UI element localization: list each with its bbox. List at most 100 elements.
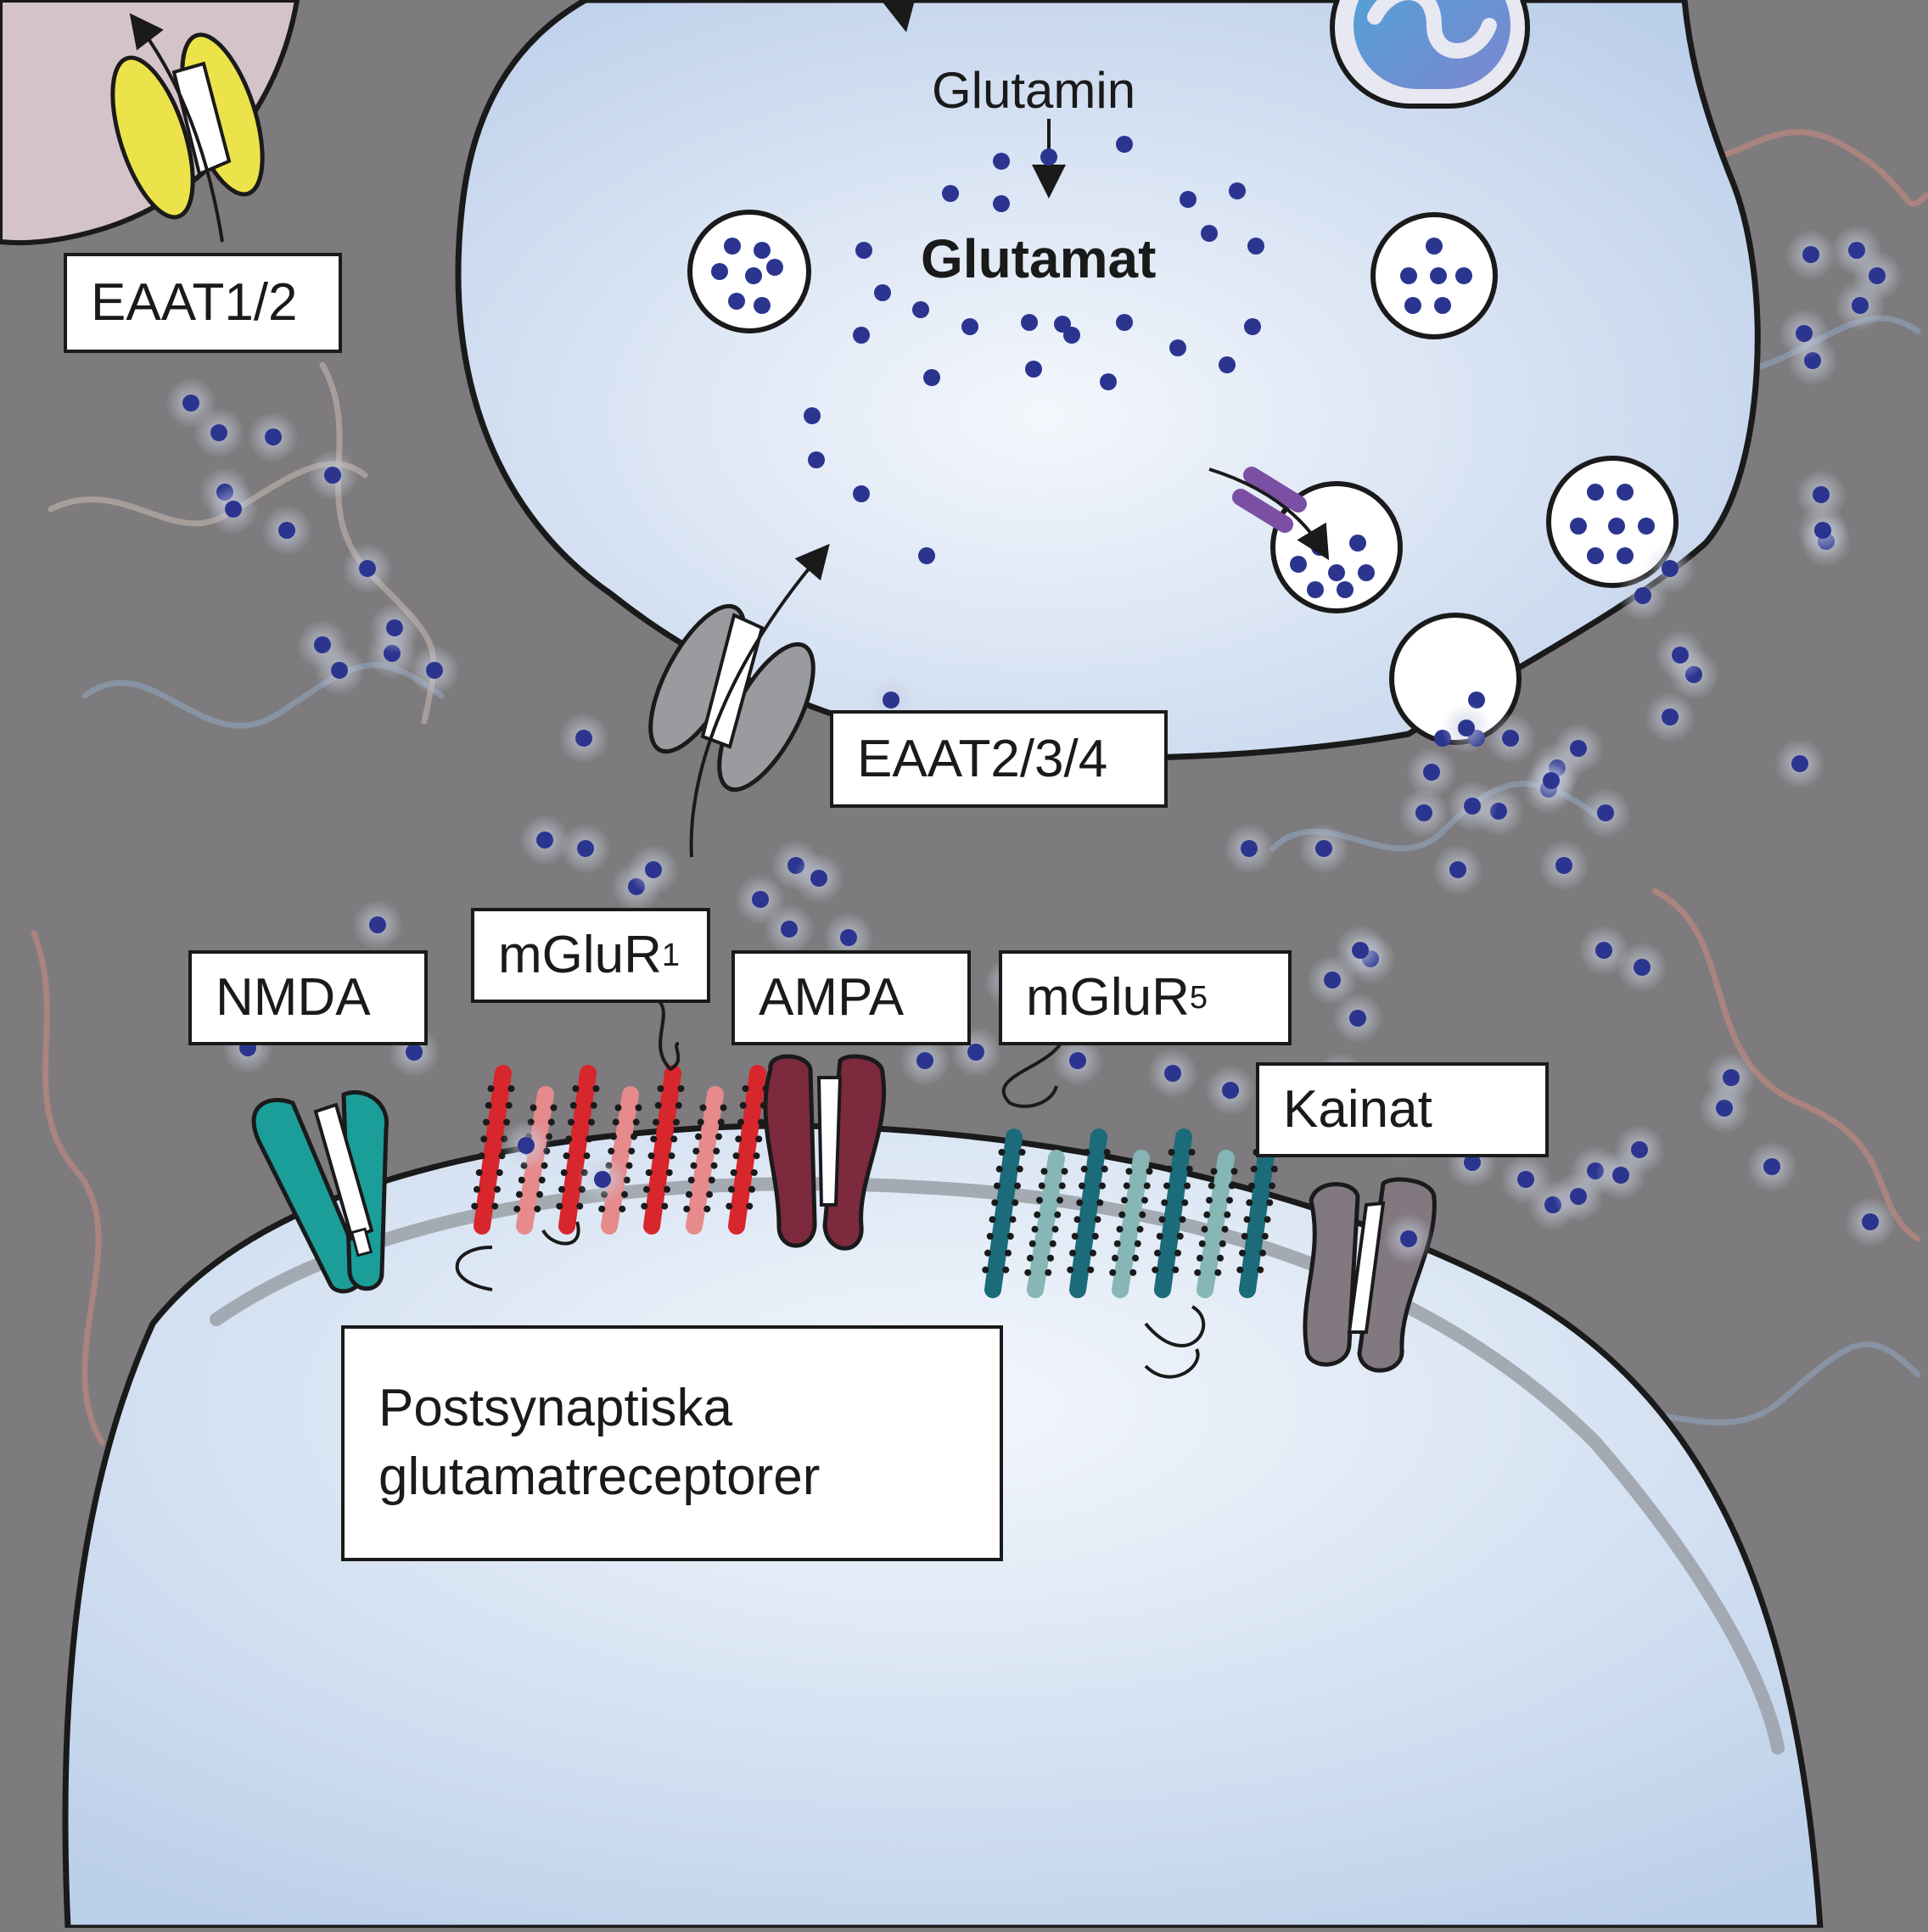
helix-bead bbox=[1038, 1182, 1045, 1190]
glutamate-dot bbox=[1634, 587, 1651, 604]
helix-bead bbox=[687, 1176, 695, 1184]
glutamate-dot bbox=[853, 327, 870, 344]
glutamate-dot bbox=[182, 395, 199, 412]
glutamate-dot bbox=[810, 870, 827, 887]
helix-bead bbox=[995, 1165, 1003, 1173]
helix-bead bbox=[505, 1101, 513, 1109]
helix-bead bbox=[706, 1190, 713, 1198]
helix-bead bbox=[657, 1085, 664, 1092]
glutamate-dot bbox=[575, 730, 592, 747]
glutamate-dot bbox=[1763, 1158, 1780, 1175]
helix-bead bbox=[650, 1135, 658, 1143]
helix-bead bbox=[1241, 1233, 1248, 1240]
helix-bead bbox=[1181, 1199, 1189, 1207]
helix-bead bbox=[654, 1101, 662, 1109]
vesicle-glutamate bbox=[745, 267, 762, 284]
nmda-receptor bbox=[251, 1089, 389, 1294]
helix-bead bbox=[625, 1162, 633, 1169]
helix-bead bbox=[1091, 1233, 1099, 1240]
helix-bead bbox=[755, 1135, 763, 1143]
helix-bead bbox=[982, 1266, 989, 1274]
glutamate-dot bbox=[1796, 325, 1813, 342]
helix-bead bbox=[610, 1133, 617, 1140]
helix-bead bbox=[645, 1169, 653, 1176]
glutamate-dot bbox=[577, 840, 594, 857]
glutamate-dot bbox=[1180, 191, 1197, 208]
glutamate-dot bbox=[853, 485, 870, 502]
helix-bead bbox=[664, 1185, 670, 1193]
glutamate-dot bbox=[1116, 136, 1133, 153]
helix-bead bbox=[1040, 1168, 1048, 1175]
helix-bead bbox=[728, 1185, 735, 1193]
helix-bead bbox=[742, 1085, 749, 1092]
helix-bead bbox=[1002, 1266, 1010, 1274]
helix-bead bbox=[643, 1185, 650, 1193]
glutamate-dot bbox=[1802, 246, 1819, 263]
helix-bead bbox=[1024, 1268, 1032, 1276]
glutamate-dot bbox=[855, 242, 872, 259]
glutamate-dot bbox=[1464, 798, 1481, 815]
vesicle-uptake-arrow bbox=[1208, 468, 1330, 561]
glutamate-dot bbox=[1662, 560, 1679, 577]
helix-bead bbox=[668, 1152, 675, 1160]
helix-bead bbox=[1203, 1211, 1211, 1218]
helix-bead bbox=[572, 1085, 580, 1092]
helix-bead bbox=[758, 1118, 765, 1126]
helix-bead bbox=[746, 1202, 754, 1210]
glutamate-dot bbox=[1543, 772, 1560, 789]
helix-bead bbox=[1099, 1182, 1106, 1190]
vesicle-glutamate bbox=[1434, 297, 1451, 314]
helix-bead bbox=[703, 1205, 711, 1212]
helix-bead bbox=[565, 1135, 573, 1143]
transmembrane-helix bbox=[1154, 1128, 1192, 1298]
helix-bead bbox=[1221, 1225, 1229, 1233]
helix-bead bbox=[690, 1162, 698, 1169]
glutamate-dot bbox=[1595, 942, 1612, 959]
helix-bead bbox=[1027, 1254, 1034, 1262]
helix-bead bbox=[1197, 1254, 1203, 1262]
helix-bead bbox=[1261, 1233, 1269, 1240]
helix-bead bbox=[661, 1202, 669, 1210]
helix-bead bbox=[1236, 1266, 1244, 1274]
helix-bead bbox=[631, 1133, 637, 1140]
helix-bead bbox=[568, 1118, 574, 1126]
helix-bead bbox=[1006, 1233, 1014, 1240]
glutamate-dot bbox=[1229, 182, 1246, 199]
helix-bead bbox=[1136, 1225, 1144, 1233]
helix-bead bbox=[1090, 1249, 1096, 1257]
helix-bead bbox=[1194, 1268, 1202, 1276]
vesicle-glutamate bbox=[1290, 556, 1307, 573]
helix-bead bbox=[632, 1118, 640, 1126]
glutamate-dot bbox=[1054, 316, 1071, 333]
helix-bead bbox=[686, 1190, 692, 1198]
helix-bead bbox=[614, 1104, 622, 1112]
vesicle-glutamate bbox=[1430, 267, 1447, 284]
top-arrow-icon bbox=[881, 0, 915, 32]
glutamat-label: Glutamat bbox=[921, 228, 1157, 289]
glutamate-dot bbox=[1116, 314, 1133, 331]
helix-bead bbox=[550, 1104, 558, 1112]
helix-bead bbox=[726, 1202, 733, 1210]
helix-bead bbox=[692, 1147, 700, 1155]
helix-bead bbox=[675, 1101, 682, 1109]
helix-bead bbox=[1264, 1216, 1271, 1224]
glutamate-dot bbox=[961, 318, 978, 335]
helix-bead bbox=[569, 1101, 577, 1109]
glutamate-dot bbox=[923, 369, 940, 386]
helix-bead bbox=[608, 1147, 615, 1155]
helix-bead bbox=[1161, 1199, 1169, 1207]
helix-bead bbox=[1156, 1233, 1163, 1240]
helix-bead bbox=[1248, 1182, 1255, 1190]
glutamate-dot bbox=[1517, 1171, 1534, 1188]
glutamate-dot bbox=[1400, 1230, 1417, 1247]
vesicle-glutamate bbox=[1638, 518, 1655, 535]
glutamate-dot bbox=[1244, 318, 1261, 335]
glutamate-dot bbox=[993, 153, 1010, 170]
helix-bead bbox=[474, 1185, 480, 1193]
helix-bead bbox=[735, 1135, 743, 1143]
vesicle-glutamate bbox=[1617, 547, 1634, 564]
helix-bead bbox=[710, 1162, 718, 1169]
mglur5-receptor bbox=[982, 1042, 1281, 1379]
vesicle-glutamate bbox=[754, 242, 771, 259]
vesicle-glutamate bbox=[711, 263, 728, 280]
